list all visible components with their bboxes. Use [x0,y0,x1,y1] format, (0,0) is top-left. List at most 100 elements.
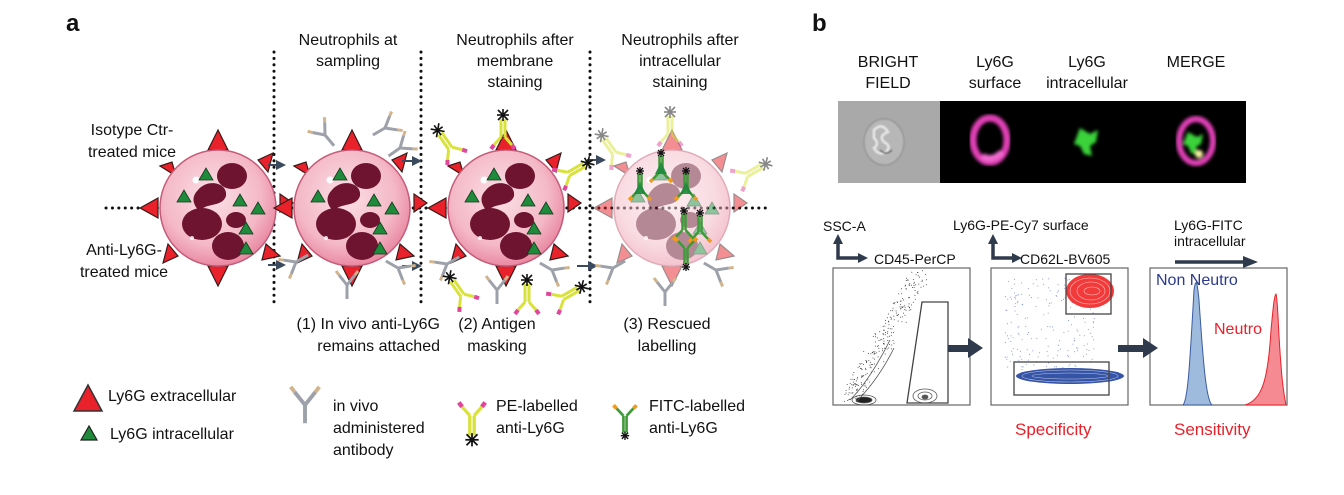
scatter-dot [1012,353,1013,355]
scatter-dot [868,360,870,362]
scatter-dot [1019,350,1021,352]
scatter-dot [901,288,902,290]
scatter-dot [888,343,890,345]
header-ly6g-intracellular: Ly6G intracellular [1046,54,1128,92]
scatter-dot [1091,358,1093,360]
scatter-dot [1077,330,1079,332]
scatter-dot [1005,332,1006,334]
scatter-dot [1015,303,1017,305]
scatter-dot [897,320,899,322]
scatter-dot [1057,350,1059,352]
scatter-dot [1012,337,1014,339]
scatter-dot [1093,339,1095,341]
scatter-dot [914,290,916,291]
axis-label-ly6g-fitc: Ly6G-FITC intracellular [1174,217,1246,249]
scatter-dot [845,389,847,391]
scatter-dot [1077,347,1079,349]
scatter-dot [904,306,906,308]
scatter-dot [884,320,886,321]
histogram-neutro [1244,293,1287,406]
axis-label-cd45-percp: CD45-PerCP [874,251,956,267]
scatter-dot [1022,366,1024,368]
scatter-dot [1017,327,1019,329]
scatter-dot [1021,366,1023,368]
scatter-dot [1027,332,1029,334]
scatter-dot [878,347,880,349]
scatter-dot [1092,312,1094,314]
scatter-dot [908,303,910,305]
red-triangle-icon [72,383,104,412]
scatter-dot [1052,357,1054,359]
scatter-dot [1031,297,1033,298]
scatter-dot [886,332,888,334]
scatter-dot [887,331,889,333]
scatter-dot [892,310,894,312]
legend-label-pe: PE-labelled anti-Ly6G [496,398,578,437]
scatter-dot [1074,316,1075,318]
scatter-dot [857,384,859,386]
scatter-dot [1056,354,1058,356]
scatter-dot [1009,296,1011,298]
scatter-dot [853,372,855,373]
scatter-dot [1047,326,1049,328]
scatter-dot [1084,321,1086,323]
scatter-dot [1016,313,1018,315]
scatter-dot [899,316,901,318]
scatter-dot [910,309,912,311]
scatter-dot [1083,335,1085,337]
scatter-dot [866,372,868,374]
scatter-dot [1052,326,1053,328]
scatter-dot [892,340,894,341]
scatter-dot [1010,321,1012,323]
plot2-red-population [1066,274,1114,308]
scatter-dot [879,331,881,333]
scatter-dot [861,383,862,385]
scatter-dot [874,333,876,335]
scatter-dot [1015,295,1017,297]
scatter-dot [1027,287,1029,289]
histogram-non-neutro [1181,282,1214,406]
scatter-dot [1059,340,1061,342]
scatter-dot [1021,369,1023,370]
scatter-dot [895,312,897,314]
scatter-dot [883,329,885,331]
scatter-dot [1020,293,1022,295]
scatter-dot [1007,366,1009,368]
scatter-dot [912,279,914,281]
scatter-dot [865,362,867,364]
scatter-dot [1029,294,1030,296]
scatter-dot [856,396,858,398]
scatter-dot [1049,303,1051,305]
scatter-dot [1027,333,1029,335]
scatter-dot [1032,283,1034,285]
scatter-dot [915,284,916,286]
scatter-dot [911,271,913,273]
scatter-dot [917,292,919,294]
scatter-dot [873,353,875,355]
scatter-dot [1035,306,1037,308]
scatter-dot [863,375,865,377]
scatter-dot [1031,338,1033,340]
scatter-dot [885,322,887,324]
axis-label-ssc-a: SSC-A [823,218,866,234]
scatter-dot [890,318,892,320]
scatter-dot [891,332,893,334]
scatter-dot [1029,354,1031,355]
scatter-dot [862,364,864,366]
scatter-dot [878,350,880,352]
scatter-dot [875,341,876,343]
axis-label-cd62l-bv605: CD62L-BV605 [1020,251,1111,267]
scatter-dot [888,324,890,326]
scatter-dot [1037,356,1039,358]
scatter-dot [1006,356,1008,358]
scatter-dot [878,340,880,341]
scatter-dot [887,317,889,319]
scatter-dot [1011,287,1013,289]
scatter-dot [1047,345,1049,347]
header-merge: MERGE [1166,54,1226,71]
scatter-dot [893,315,895,317]
scatter-dot [857,388,858,390]
scatter-dot [1057,290,1059,292]
row-label-isotype: Isotype Ctr- treated mice [87,122,177,161]
scatter-dot [875,334,877,336]
